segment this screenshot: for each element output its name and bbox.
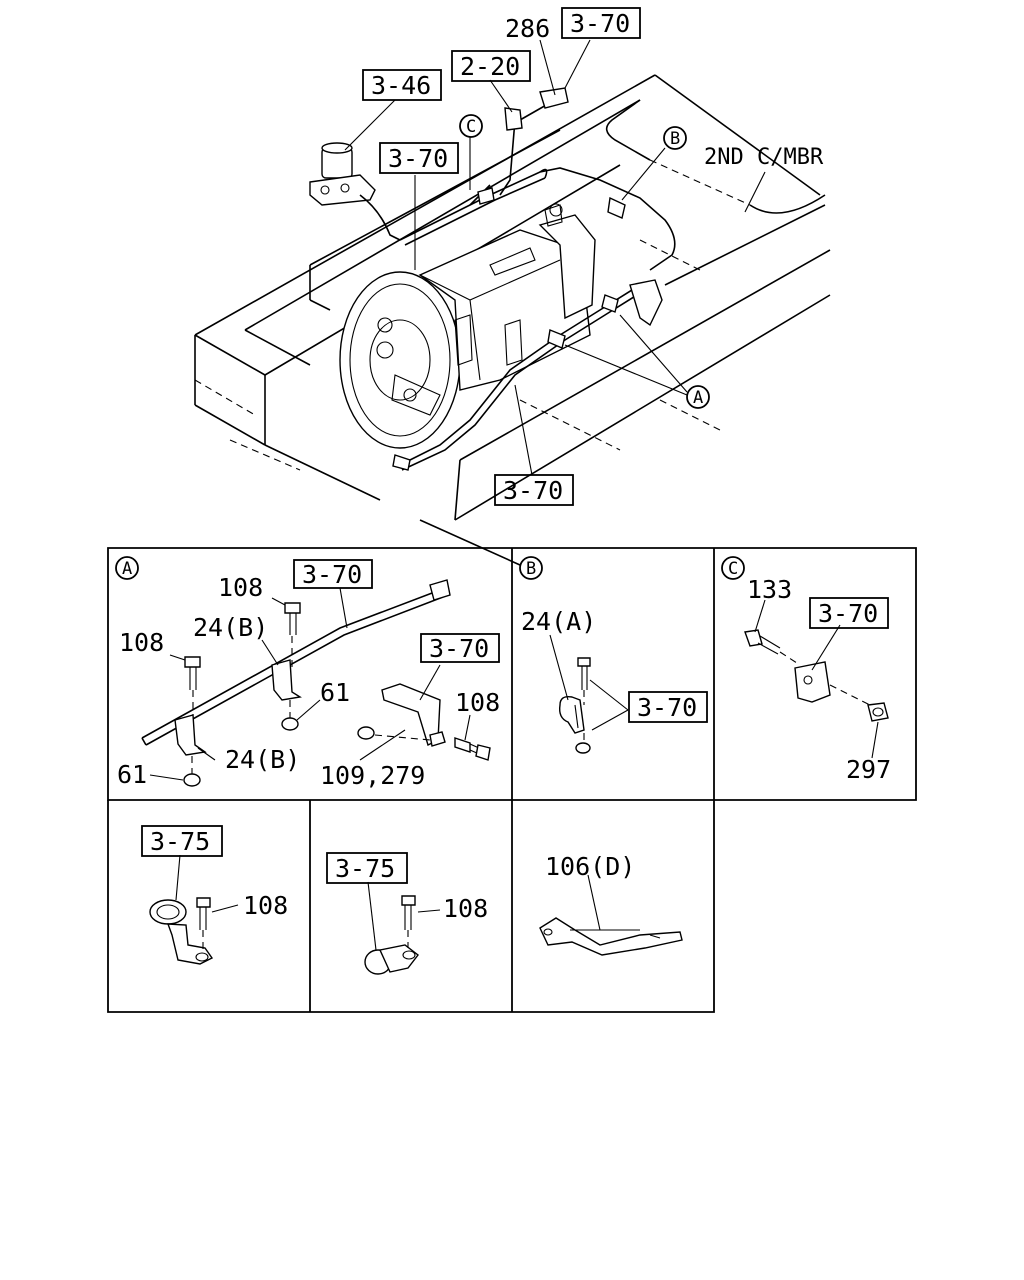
- ref-3-70-a: 3-70: [570, 9, 630, 38]
- detail-a-61-right: 61: [320, 678, 350, 707]
- air-valve-unit: [309, 142, 376, 206]
- detail-a-61-left: 61: [117, 760, 147, 789]
- circle-b-label: B: [670, 129, 680, 149]
- detail-c-297: 297: [846, 755, 891, 784]
- detail-d-108: 108: [243, 891, 288, 920]
- detail-c-ref: 3-70: [818, 599, 878, 628]
- member-label: 2ND C/MBR: [704, 145, 824, 170]
- detail-a-108-right: 108: [455, 688, 500, 717]
- ref-2-20: 2-20: [460, 52, 520, 81]
- detail-a-108-top: 108: [218, 573, 263, 602]
- detail-f: 106(D): [539, 852, 683, 956]
- detail-c-circle: [721, 556, 745, 580]
- detail-c: C 133 3-70 297: [721, 556, 891, 784]
- ref-3-46: 3-46: [371, 71, 431, 100]
- ref-3-70-b: 3-70: [388, 144, 448, 173]
- detail-d: 3-75 108: [141, 825, 288, 965]
- detail-d-ref-box: [141, 825, 223, 857]
- detail-b-ref-box: [628, 691, 708, 723]
- detail-e-108: 108: [443, 894, 488, 923]
- detail-a-ref-box-top: [293, 559, 373, 589]
- detail-a-circle-label: A: [122, 559, 132, 579]
- detail-a-circle: [115, 556, 139, 580]
- circle-b-marker: [663, 126, 687, 150]
- ref-box-3-46: [362, 69, 442, 101]
- circle-a-marker: [686, 385, 710, 409]
- detail-b: B 24(A) 3-70: [519, 556, 708, 754]
- detail-a-ref-box-bracket: [420, 633, 500, 663]
- ref-3-70-c: 3-70: [503, 476, 563, 505]
- detail-b-circle: [519, 556, 543, 580]
- detail-b-24a: 24(A): [521, 607, 596, 636]
- air-pipes: [359, 99, 676, 471]
- ref-box-3-70-a: [561, 7, 641, 39]
- main-leaders: [344, 39, 766, 476]
- circle-a-label: A: [693, 388, 703, 408]
- detail-e-ref: 3-75: [335, 854, 395, 883]
- detail-a: A: [115, 556, 500, 790]
- circle-c-marker: [459, 114, 483, 138]
- detail-a-108-left: 108: [119, 628, 164, 657]
- detail-b-circle-label: B: [526, 559, 536, 579]
- detail-a-109-279: 109,279: [320, 761, 425, 790]
- detail-a-24b-bottom: 24(B): [225, 745, 300, 774]
- main-assembly-view: 286 3-70 2-20 3-46 3-70 C B 2ND C/MBR A …: [194, 7, 831, 566]
- detail-a-ref-bracket: 3-70: [429, 634, 489, 663]
- detail-a-ref-top: 3-70: [302, 560, 362, 589]
- detail-e-ref-box: [326, 852, 408, 884]
- detail-f-106d: 106(D): [545, 852, 635, 881]
- detail-e: 3-75 108: [326, 852, 488, 975]
- detail-b-ref: 3-70: [637, 693, 697, 722]
- detail-d-ref: 3-75: [150, 827, 210, 856]
- ref-box-3-70-c: [494, 474, 574, 506]
- ref-box-2-20: [451, 50, 531, 82]
- pipe-clips: [392, 87, 663, 471]
- detail-a-24b-top: 24(B): [193, 613, 268, 642]
- callout-286: 286: [505, 14, 550, 43]
- detail-c-ref-box: [809, 597, 889, 629]
- circle-c-label: C: [466, 117, 476, 137]
- detail-c-circle-label: C: [728, 559, 738, 579]
- ref-box-3-70-b: [379, 142, 459, 174]
- detail-c-133: 133: [747, 575, 792, 604]
- transmission-case: [339, 203, 596, 449]
- detail-grid: [107, 547, 917, 1013]
